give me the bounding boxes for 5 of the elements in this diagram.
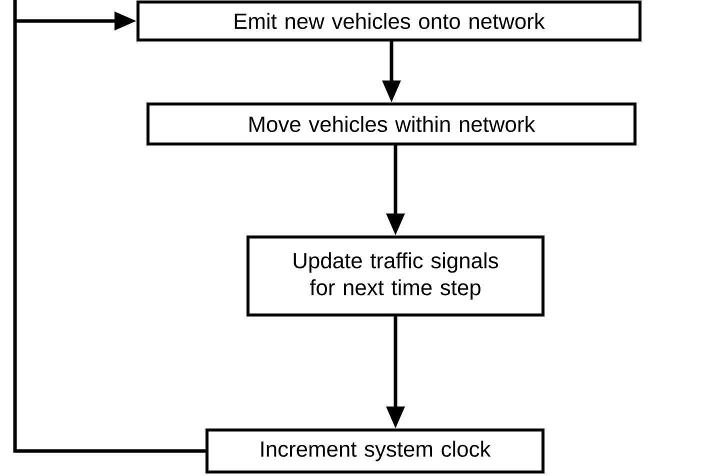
process-box: Move vehicles within network bbox=[146, 102, 636, 146]
process-box: Emit new vehicles onto network bbox=[136, 0, 642, 42]
process-box: Increment system clock bbox=[206, 428, 544, 474]
process-box: Update traffic signals for next time step bbox=[246, 235, 544, 316]
arrow bbox=[13, 0, 206, 453]
